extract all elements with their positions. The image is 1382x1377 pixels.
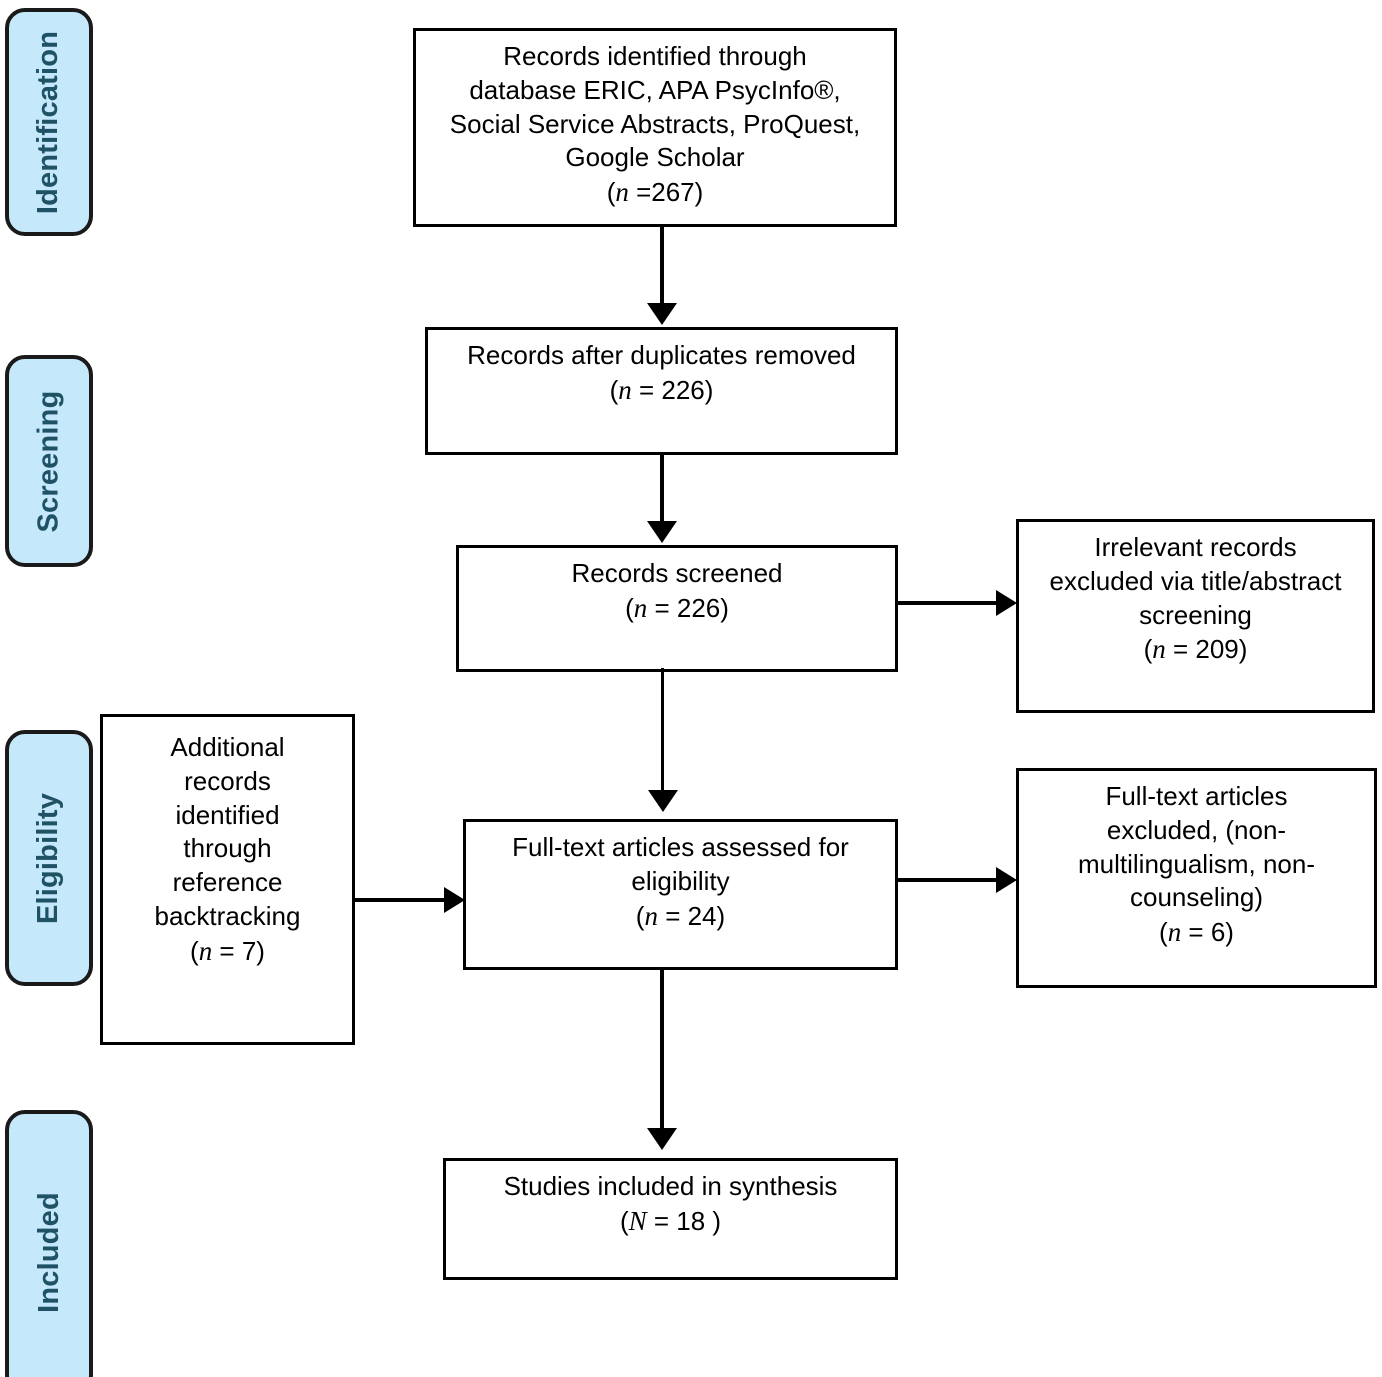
n-symbol: n	[618, 374, 632, 405]
n-symbol: n	[633, 592, 648, 623]
n-symbol: n	[1167, 917, 1182, 948]
connector-fulltext-to-included-arrowhead	[647, 1128, 677, 1150]
box-line: excluded, (non-	[1106, 814, 1287, 845]
phase-bar-identification: Identification	[5, 8, 93, 236]
connector-fulltext-to-excluded-arrowhead	[996, 867, 1017, 893]
box-count: (n = 226)	[625, 592, 729, 623]
box-count: (N = 18 )	[619, 1205, 722, 1236]
box-count: (n =267)	[606, 177, 704, 208]
box-line: Irrelevant records	[1094, 532, 1297, 562]
connector-screened-to-irrelevant-arrowhead	[996, 590, 1017, 616]
box-line: identified	[175, 799, 280, 830]
box-line: backtracking	[154, 900, 301, 931]
connector-fulltext-to-included-line	[660, 970, 664, 1132]
box-records-identified: Records identified through database ERIC…	[413, 28, 897, 227]
box-line: Additional	[170, 732, 285, 762]
n-symbol: n	[644, 900, 658, 931]
box-irrelevant-excluded: Irrelevant records excluded via title/ab…	[1016, 519, 1375, 713]
box-line: screening	[1139, 599, 1252, 630]
box-count: (n = 226)	[609, 374, 714, 405]
connector-screened-to-fulltext-arrowhead	[648, 790, 678, 812]
phase-bar-included: Included	[5, 1110, 93, 1377]
box-fulltext-assessed: Full-text articles assessed for eligibil…	[463, 819, 898, 970]
n-symbol: n	[198, 935, 213, 966]
box-line: Records screened	[571, 558, 783, 588]
box-duplicates-removed: Records after duplicates removed (n = 22…	[425, 327, 898, 455]
box-line: through	[183, 833, 272, 864]
box-line: Records identified through	[503, 41, 807, 71]
box-studies-included: Studies included in synthesis (N = 18 )	[443, 1158, 898, 1280]
connector-identified-to-duplicates-arrowhead	[647, 303, 677, 325]
connector-fulltext-to-excluded-line	[898, 878, 998, 882]
box-line: database ERIC, APA PsycInfo®,	[469, 74, 841, 105]
box-line: Google Scholar	[565, 142, 745, 173]
box-line: reference	[172, 867, 283, 898]
connector-duplicates-to-screened-line	[660, 455, 664, 523]
box-count: (n = 24)	[635, 900, 726, 931]
n-symbol: n	[615, 177, 629, 208]
connector-screened-to-fulltext-line	[661, 668, 664, 795]
box-line: multilingualism, non-	[1078, 848, 1315, 879]
box-fulltext-excluded: Full-text articles excluded, (non- multi…	[1016, 768, 1377, 988]
box-line: Full-text articles assessed for	[512, 832, 849, 862]
box-count: (n = 7)	[190, 935, 265, 966]
box-count: (n = 209)	[1143, 634, 1248, 665]
phase-label-screening: Screening	[32, 389, 65, 533]
phase-bar-screening: Screening	[5, 355, 93, 567]
connector-additional-to-fulltext-line	[355, 898, 447, 902]
box-records-screened: Records screened (n = 226)	[456, 545, 898, 672]
box-line: eligibility	[631, 865, 730, 896]
box-line: records	[184, 765, 271, 796]
phase-bar-eligibility: Eligibility	[5, 730, 93, 986]
connector-identified-to-duplicates-line	[660, 227, 664, 307]
box-line: Records after duplicates removed	[467, 340, 856, 370]
box-additional-records: Additional records identified through re…	[100, 714, 355, 1045]
box-line: Social Service Abstracts, ProQuest,	[449, 108, 861, 139]
connector-duplicates-to-screened-arrowhead	[647, 521, 677, 543]
box-line: Full-text articles	[1105, 781, 1288, 811]
box-line: excluded via title/abstract	[1049, 565, 1342, 596]
box-line: Studies included in synthesis	[503, 1171, 838, 1201]
n-symbol: n	[1152, 634, 1166, 665]
connector-screened-to-irrelevant-line	[898, 601, 998, 605]
connector-additional-to-fulltext-arrowhead	[444, 887, 465, 913]
phase-label-identification: Identification	[32, 30, 65, 214]
n-symbol: N	[628, 1205, 647, 1236]
box-count: (n = 6)	[1159, 917, 1234, 948]
phase-label-included: Included	[32, 1192, 65, 1313]
box-line: counseling)	[1130, 882, 1263, 913]
phase-label-eligibility: Eligibility	[32, 792, 65, 924]
